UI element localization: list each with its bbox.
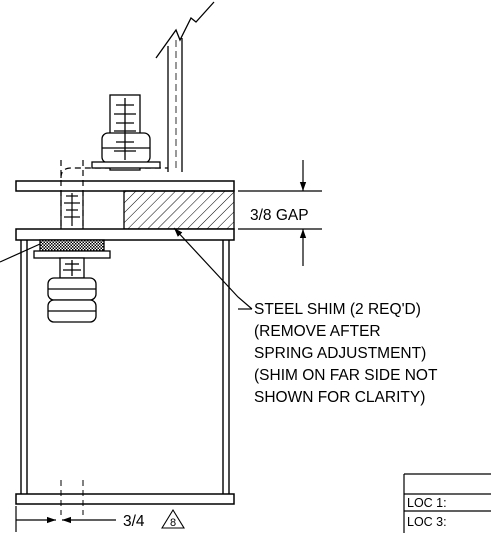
base-plate: [15, 493, 235, 505]
callout-line: (REMOVE AFTER: [254, 323, 381, 340]
location-table: [403, 473, 491, 533]
support-member: [155, 1, 215, 172]
table-row-loc-1: LOC 1:: [407, 496, 447, 510]
revision-number: 8: [170, 517, 176, 529]
threaded-rod: [60, 160, 168, 229]
housing-walls: [20, 240, 230, 494]
spring-cap: [39, 239, 105, 252]
callout-line: SPRING ADJUSTMENT): [254, 345, 426, 362]
shim-callout: STEEL SHIM (2 REQ'D) (REMOVE AFTER SPRIN…: [254, 301, 438, 406]
lower-plate: [15, 228, 235, 241]
top-bolt: [91, 94, 161, 171]
offset-dimension: [15, 506, 116, 532]
gap-dimension: [238, 160, 322, 266]
callout-line: SHOWN FOR CLARITY): [254, 389, 425, 406]
offset-label: 3/4: [123, 513, 145, 530]
lower-washer: [33, 250, 111, 259]
callout-line: (SHIM ON FAR SIDE NOT: [254, 367, 438, 384]
gap-label: 3/8 GAP: [250, 207, 309, 224]
revision-triangle: 8: [161, 508, 185, 529]
shim-leader: [173, 227, 253, 310]
table-row-loc-3: LOC 3:: [407, 515, 447, 529]
callout-line: STEEL SHIM (2 REQ'D): [254, 301, 421, 318]
adjustment-bolt: [47, 257, 97, 323]
upper-plate: [15, 180, 235, 192]
leader-line-left: [0, 243, 41, 263]
steel-shim: [123, 190, 235, 230]
